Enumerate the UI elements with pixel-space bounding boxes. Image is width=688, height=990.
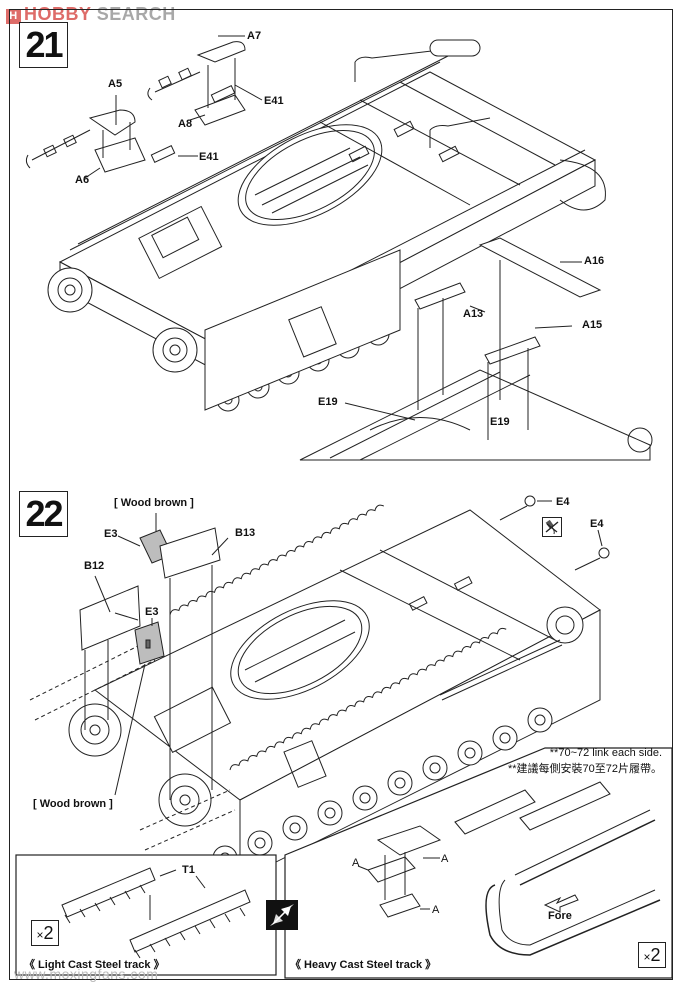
step-number-22: 22	[19, 491, 68, 537]
alternative-option-icon	[266, 900, 298, 930]
part-label-a8: A8	[178, 118, 193, 130]
quantity-value: 2	[650, 945, 661, 965]
part-label-e3-lower: E3	[145, 606, 159, 618]
part-label-a15: A15	[582, 319, 603, 331]
moxingfans-watermark: www.moxingfans.com	[14, 966, 159, 982]
part-label-e3-upper: E3	[104, 528, 118, 540]
track-link-note-en: **70~72 link each side.	[549, 747, 662, 759]
part-label-t1: T1	[182, 864, 195, 876]
step22-stowage-parts	[79, 495, 610, 800]
part-label-e41-lower: E41	[199, 151, 219, 163]
paint-note-wood-brown-bottom: [ Wood brown ]	[33, 798, 113, 810]
step21-exhaust-parts	[25, 35, 263, 179]
part-label-e19-right: E19	[490, 416, 510, 428]
multiply-sign: ×	[643, 950, 651, 964]
heavy-track-quantity-badge: ×2	[638, 942, 666, 968]
step21-floor-parts	[344, 237, 602, 440]
step21-hull-drawing	[47, 39, 653, 461]
paint-note-wood-brown-top: [ Wood brown ]	[114, 497, 194, 509]
light-track-inset	[15, 854, 277, 976]
light-track-quantity-badge: ×2	[31, 920, 59, 946]
part-label-a13: A13	[463, 308, 484, 320]
instruction-page-frame	[9, 9, 673, 980]
part-label-a-left: A	[352, 857, 360, 869]
step22-hull-drawing	[29, 504, 601, 881]
no-glue-icon	[542, 517, 562, 537]
part-label-e19-left: E19	[318, 396, 338, 408]
part-label-a7: A7	[247, 30, 262, 42]
multiply-sign: ×	[36, 928, 44, 942]
light-track-caption: 《 Light Cast Steel track 》	[24, 959, 165, 971]
fore-direction-label: Fore	[548, 910, 572, 922]
part-label-a5: A5	[108, 78, 123, 90]
part-label-a-bottom: A	[432, 904, 440, 916]
part-label-b12: B12	[84, 560, 105, 572]
quantity-value: 2	[43, 923, 54, 943]
track-link-note-zh: **建議每側安裝70至72片履帶。	[507, 763, 662, 775]
part-label-b13: B13	[235, 527, 256, 539]
part-label-e4-lower: E4	[590, 518, 604, 530]
heavy-track-inset	[284, 747, 673, 979]
heavy-track-caption: 《 Heavy Cast Steel track 》	[290, 959, 437, 971]
part-label-e41-upper: E41	[264, 95, 284, 107]
step-number-21: 21	[19, 22, 68, 68]
part-label-e4-upper: E4	[556, 496, 570, 508]
part-label-a-top-right: A	[441, 853, 449, 865]
part-label-a6: A6	[75, 174, 90, 186]
part-label-a16: A16	[584, 255, 605, 267]
